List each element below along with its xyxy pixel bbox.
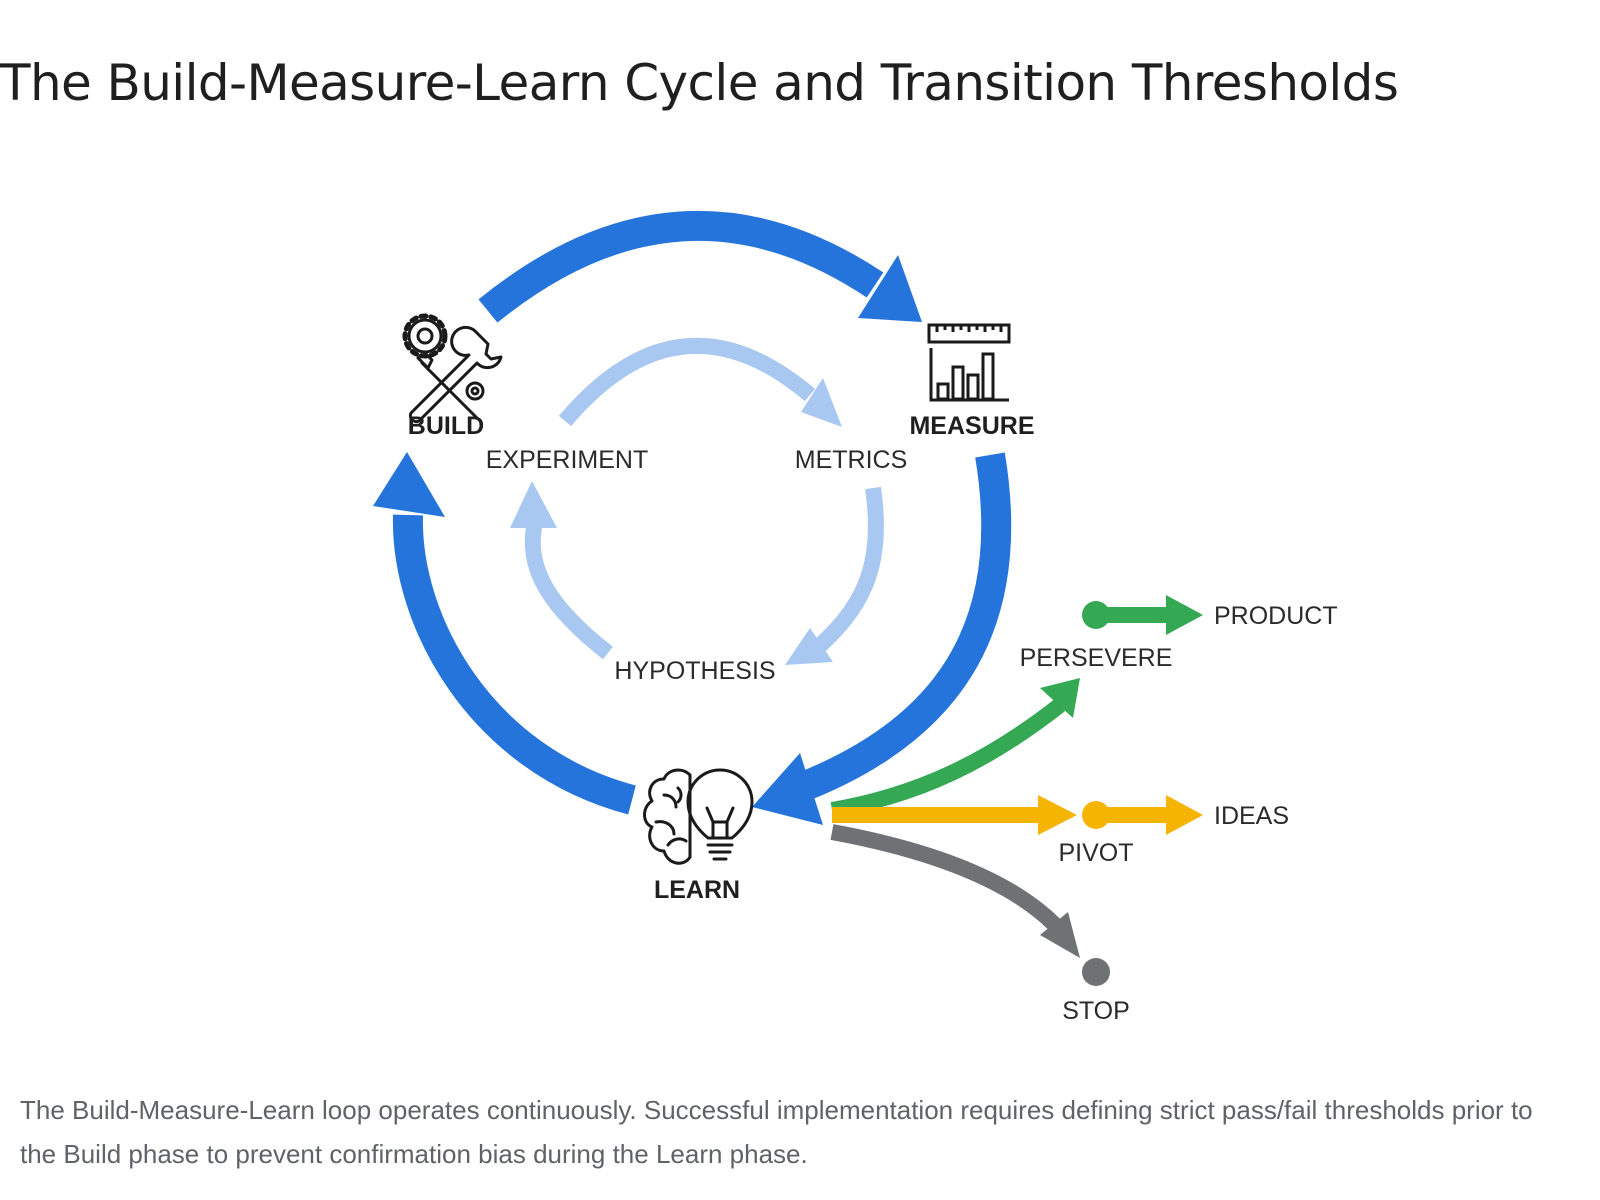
transition-branches xyxy=(830,595,1203,986)
ideas-label: IDEAS xyxy=(1214,802,1289,830)
measure-label: MEASURE xyxy=(909,412,1034,440)
wrench-gear-icon xyxy=(402,313,503,424)
pivot-arrow xyxy=(832,795,1077,835)
hypothesis-label: HYPOTHESIS xyxy=(614,657,775,685)
metrics-to-hypothesis-arrow xyxy=(785,486,884,665)
brain-icon xyxy=(643,768,692,865)
learn-label: LEARN xyxy=(654,876,740,904)
experiment-to-metrics-arrow xyxy=(558,337,842,427)
caption: The Build-Measure-Learn loop operates co… xyxy=(20,1095,1533,1169)
hypothesis-to-experiment-arrow xyxy=(510,481,613,660)
page-title: The Build-Measure-Learn Cycle and Transi… xyxy=(0,54,1399,112)
lightbulb-icon xyxy=(686,768,754,861)
learn-to-build-arrow xyxy=(373,452,636,815)
persevere-arrow xyxy=(830,678,1080,818)
build-label: BUILD xyxy=(408,412,484,440)
metrics-label: METRICS xyxy=(795,446,908,474)
pivot-label: PIVOT xyxy=(1058,839,1133,867)
experiment-label: EXPERIMENT xyxy=(486,446,649,474)
product-label: PRODUCT xyxy=(1214,602,1338,630)
persevere-label: PERSEVERE xyxy=(1020,644,1173,672)
measure-to-learn-arrow xyxy=(752,452,1012,825)
build-to-measure-arrow xyxy=(478,210,922,323)
stop-label: STOP xyxy=(1062,997,1130,1025)
product-arrow xyxy=(1082,595,1203,635)
ideas-arrow xyxy=(1082,795,1203,835)
stop-arrow xyxy=(830,824,1110,986)
inner-cycle xyxy=(510,337,884,665)
outer-cycle xyxy=(373,210,1012,825)
brain-lightbulb-icon xyxy=(643,768,754,865)
ruler-bar-chart-icon xyxy=(927,323,1011,402)
